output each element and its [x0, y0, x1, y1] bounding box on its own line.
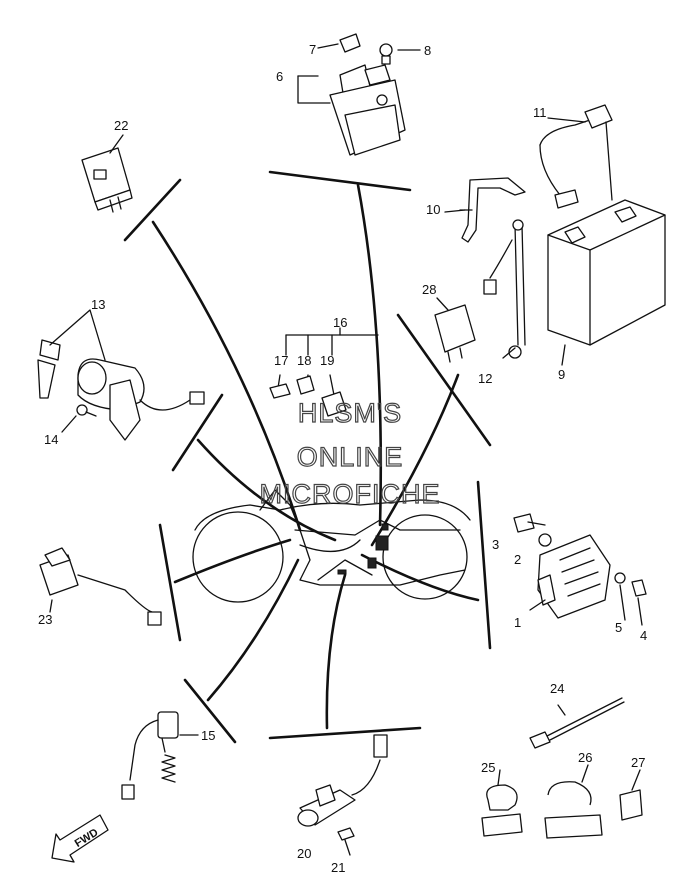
main-switch [37, 309, 205, 441]
part-label-6: 6 [276, 69, 283, 84]
part-label-27: 27 [631, 755, 645, 770]
part-label-1: 1 [514, 615, 521, 630]
part-label-9: 9 [558, 367, 565, 382]
part-label-10: 10 [426, 202, 440, 217]
part-label-22: 22 [114, 118, 128, 133]
part-label-3: 3 [492, 537, 499, 552]
part-label-14: 14 [44, 432, 58, 447]
part-label-16: 16 [333, 315, 347, 330]
part-label-24: 24 [550, 681, 564, 696]
watermark: HLSM'S ONLINE MICROFICHE [259, 397, 441, 509]
forward-direction-arrow [51, 814, 109, 863]
clamp-group [481, 697, 643, 839]
part-label-18: 18 [297, 353, 311, 368]
part-label-20: 20 [297, 846, 311, 861]
part-label-7: 7 [309, 42, 316, 57]
part-label-19: 19 [320, 353, 334, 368]
part-label-26: 26 [578, 750, 592, 765]
watermark-line-3: MICROFICHE [260, 479, 441, 509]
part-label-13: 13 [91, 297, 105, 312]
part-label-15: 15 [201, 728, 215, 743]
rectifier-regulator [513, 513, 647, 626]
frame-outline [192, 489, 471, 603]
sensor-23 [39, 547, 162, 626]
harness-leaders [151, 183, 480, 730]
part-label-23: 23 [38, 612, 52, 627]
part-label-4: 4 [640, 628, 647, 643]
relay-unit-22 [81, 134, 133, 213]
sensor-20 [297, 734, 388, 856]
part-label-11: 11 [533, 105, 547, 120]
fuse-group [269, 327, 379, 417]
starter-relay [297, 33, 421, 156]
part-label-2: 2 [514, 552, 521, 567]
watermark-line-2: ONLINE [297, 442, 404, 472]
part-label-25: 25 [481, 760, 495, 775]
part-label-8: 8 [424, 43, 431, 58]
callout-brackets [123, 170, 492, 744]
battery-group [434, 104, 666, 366]
watermark-line-1: HLSM'S [298, 398, 402, 428]
part-label-21: 21 [331, 860, 345, 875]
switch-15 [121, 711, 199, 800]
part-label-5: 5 [615, 620, 622, 635]
part-label-12: 12 [478, 371, 492, 386]
part-labels: 1 2 3 4 5 6 7 8 9 10 11 12 13 14 15 16 1… [38, 42, 647, 875]
part-label-28: 28 [422, 282, 436, 297]
part-label-17: 17 [274, 353, 288, 368]
